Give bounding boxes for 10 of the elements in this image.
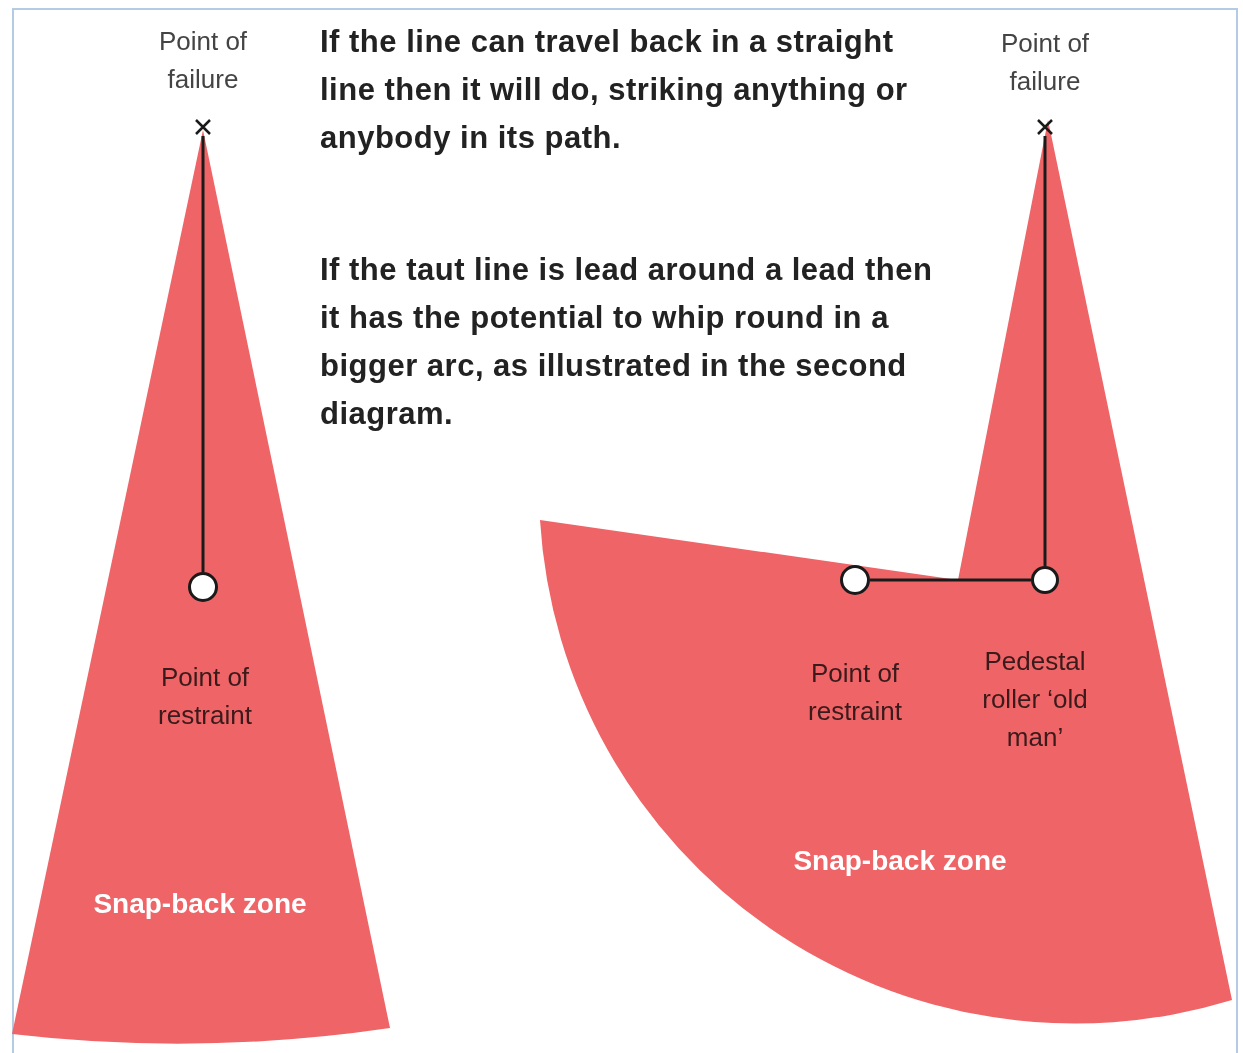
rope-line xyxy=(870,578,1031,582)
point-label: Point of failure xyxy=(157,25,249,96)
explanation-paragraph: If the line can travel back in a straight line then it will do, striking anything or anybody in its path. xyxy=(320,23,909,157)
explanation-paragraph: If the taut line is lead around a lead then it has the potential to whip round in a bigger arc, as illustrated in the second diagram. xyxy=(320,251,934,433)
zone-label: Snap-back zone xyxy=(792,844,1008,878)
point-label: Point of restraint xyxy=(157,661,253,732)
point-label: Point of failure xyxy=(999,27,1091,98)
point-label: Point of restraint xyxy=(807,657,903,728)
point-label: Pedestal roller ‘old man’ xyxy=(981,645,1089,754)
zone-label: Snap-back zone xyxy=(92,887,308,921)
